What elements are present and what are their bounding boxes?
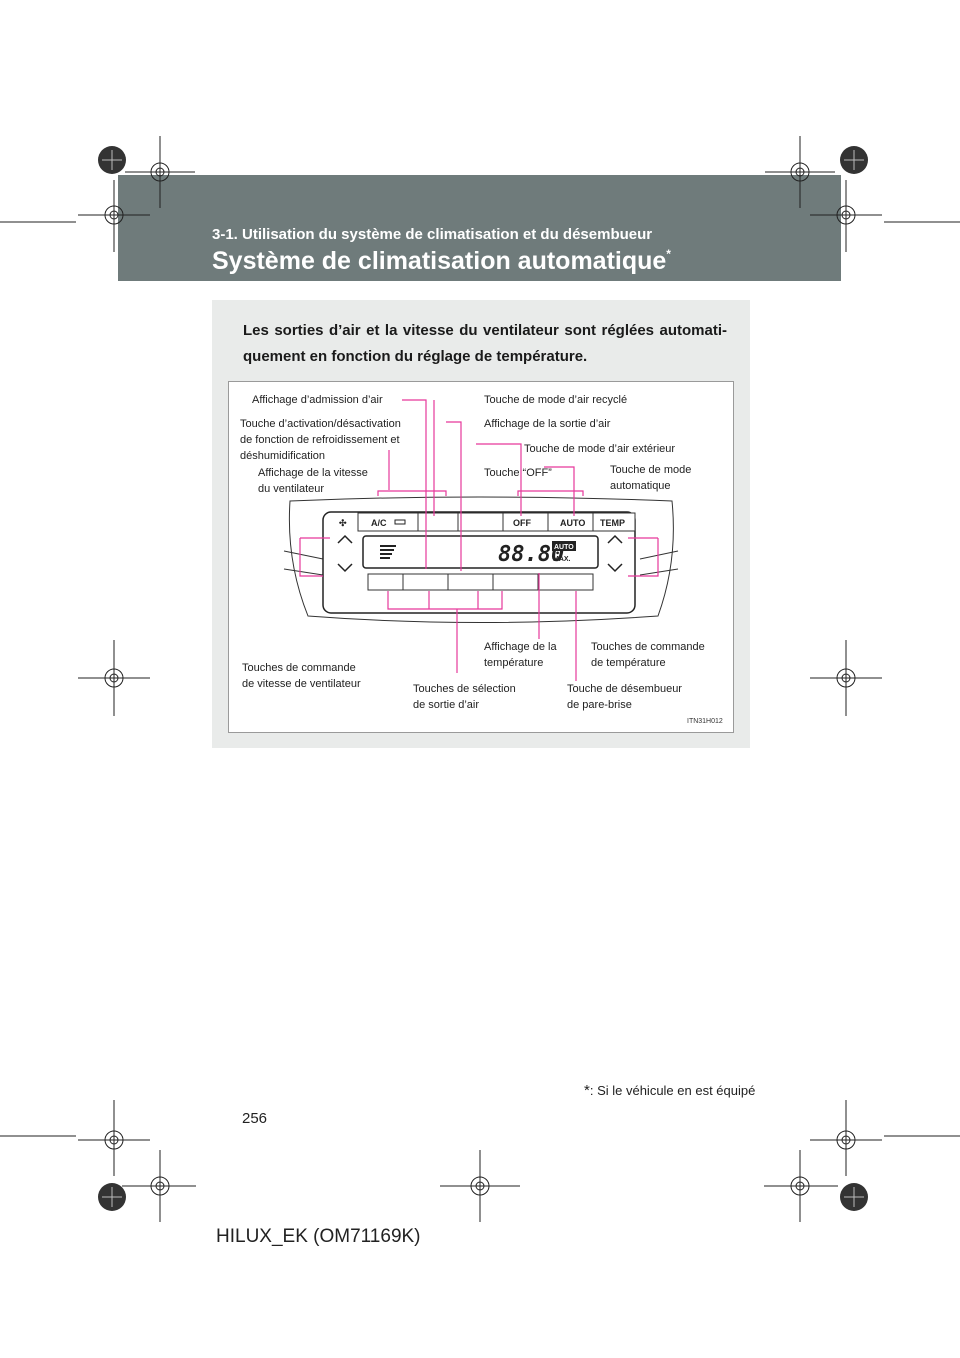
temp-button-text: TEMP (600, 518, 625, 528)
figure-code: ITN31H012 (687, 718, 723, 725)
footnote-text: : Si le véhicule en est équipé (589, 1083, 756, 1098)
label-temp-display: Affichage de la température (484, 641, 557, 669)
page-title-text: Système de climatisation automatique (212, 247, 667, 275)
label-fan-speed-display: Affichage de la vitesse du ventilateur (258, 467, 368, 495)
page-number: 256 (242, 1110, 268, 1127)
label-temp-buttons: Touches de commande de température (591, 641, 705, 669)
label-fresh-air-button: Touche de mode d’air extérieur (524, 443, 676, 455)
fan-glyph-top: ✣ (339, 518, 347, 528)
label-air-intake-display: Affichage d’admission d’air (252, 394, 383, 406)
ac-button-text: A/C (371, 518, 387, 528)
climate-panel-drawing: ✣ A/C OFF AUTO TEMP 88.80 AUTO MAX. (283, 399, 679, 681)
label-defroster-button: Touche de désembueur de pare-brise (567, 683, 682, 711)
label-auto-button: Touche de mode automatique (610, 464, 692, 492)
intro-text: Les sorties d’air et la vitesse du venti… (243, 322, 727, 365)
ac-indicator (394, 519, 406, 525)
label-recirc-button: Touche de mode d’air recyclé (484, 394, 628, 406)
chapter-header (118, 175, 841, 281)
label-outlet-buttons: Touches de sélection de sortie d’air (413, 683, 516, 711)
label-fan-buttons: Touches de commande de vitesse de ventil… (242, 662, 361, 690)
footnote-mark: * (584, 1082, 590, 1099)
title-footnote-mark: * (666, 247, 671, 261)
file-stamp: HILUX_EK.book Page 256 Wednesday, March … (178, 165, 482, 175)
label-off-button: Touche “OFF” (484, 467, 552, 479)
manual-code: HILUX_EK (OM71169K) (216, 1226, 421, 1247)
off-button-text: OFF (513, 518, 531, 528)
section-title: 3-1. Utilisation du système de climatisa… (212, 226, 653, 243)
page-title: Système de climatisation automatique* (212, 247, 671, 276)
display-auto-indicator: AUTO (554, 544, 574, 551)
label-ac-button: Touche d’activation/désactivation de fon… (240, 418, 401, 462)
auto-button-text: AUTO (560, 518, 585, 528)
footnote: *: Si le véhicule en est équipé (584, 1082, 755, 1099)
label-outlet-display: Affichage de la sortie d’air (484, 418, 611, 430)
display-max-indicator: MAX. (553, 556, 571, 563)
